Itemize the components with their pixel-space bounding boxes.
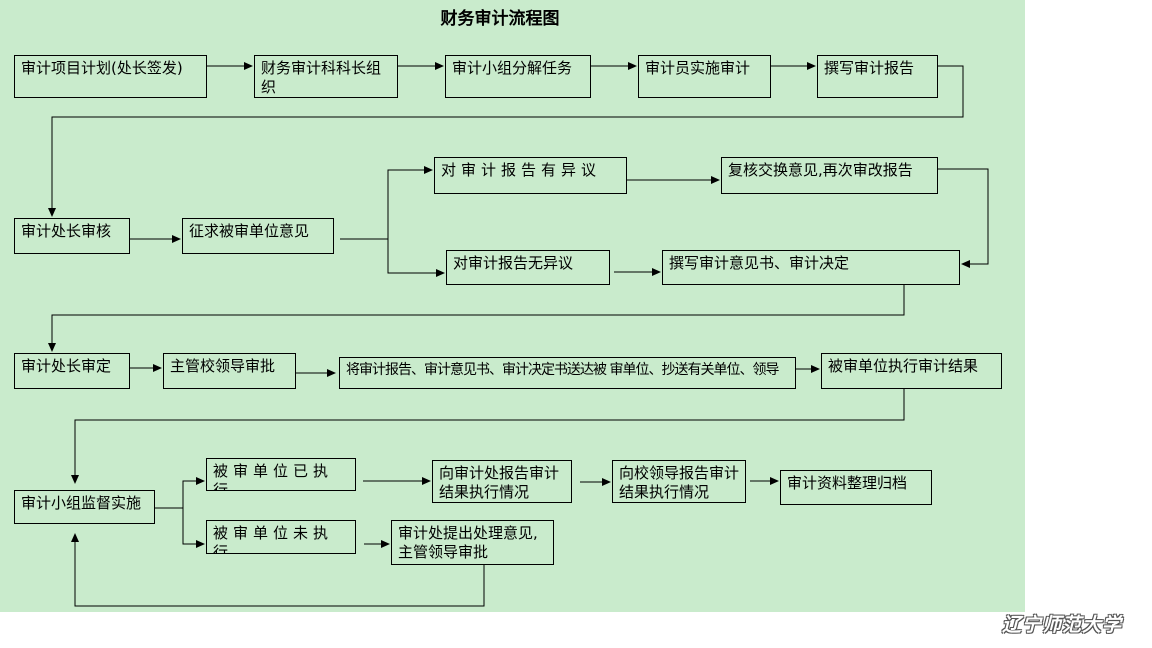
arrow-to-not-executed (182, 508, 205, 548)
box-report-to-leader: 向校领导报告审计结果执行情况 (612, 460, 746, 503)
arrow-to-executed (182, 477, 205, 508)
box-section-chief-org: 财务审计科科长组织 (254, 55, 398, 98)
box-director-approve: 审计处长审定 (14, 353, 130, 389)
flowchart-canvas (0, 0, 1025, 612)
arrow-execute-to-supervise (71, 389, 905, 484)
box-audit-plan: 审计项目计划(处长签发) (14, 55, 207, 98)
box-write-report: 撰写审计报告 (817, 55, 938, 98)
box-write-opinion-decision: 撰写审计意见书、审计决定 (662, 250, 960, 285)
box-director-review: 审计处长审核 (14, 218, 130, 254)
box-propose-handling: 审计处提出处理意见,主管领导审批 (391, 520, 554, 565)
arrow-propose-back-to-supervise (71, 533, 485, 607)
box-executed: 被审单位已执行 (206, 458, 356, 491)
chart-title: 财务审计流程图 (440, 9, 560, 29)
box-recheck-revise: 复核交换意见,再次审改报告 (721, 157, 938, 194)
box-auditor-implement: 审计员实施审计 (638, 55, 771, 98)
box-report-to-office: 向审计处报告审计结果执行情况 (432, 460, 572, 503)
box-team-split-tasks: 审计小组分解任务 (445, 55, 591, 98)
box-objection: 对审计报告有异议 (434, 157, 627, 194)
box-no-objection: 对审计报告无异议 (446, 250, 610, 285)
arrow-write-to-approve (48, 285, 905, 352)
box-auditee-execute: 被审单位执行审计结果 (821, 353, 1002, 389)
box-not-executed: 被审单位未执行 (206, 520, 356, 554)
arrow-to-no-objection (387, 239, 445, 277)
box-archive: 审计资料整理归档 (780, 470, 932, 505)
arrow-report-to-review (48, 65, 964, 217)
box-send-documents: 将审计报告、审计意见书、审计决定书送达被 审单位、抄送有关单位、领导 (339, 357, 796, 389)
box-seek-opinion: 征求被审单位意见 (182, 218, 334, 254)
arrow-recheck-to-write (938, 168, 989, 268)
arrow-to-objection (387, 166, 433, 239)
watermark-logo: 辽宁师范大学 (1002, 614, 1123, 636)
box-team-supervise: 审计小组监督实施 (14, 490, 155, 524)
box-leader-approve: 主管校领导审批 (163, 353, 296, 389)
